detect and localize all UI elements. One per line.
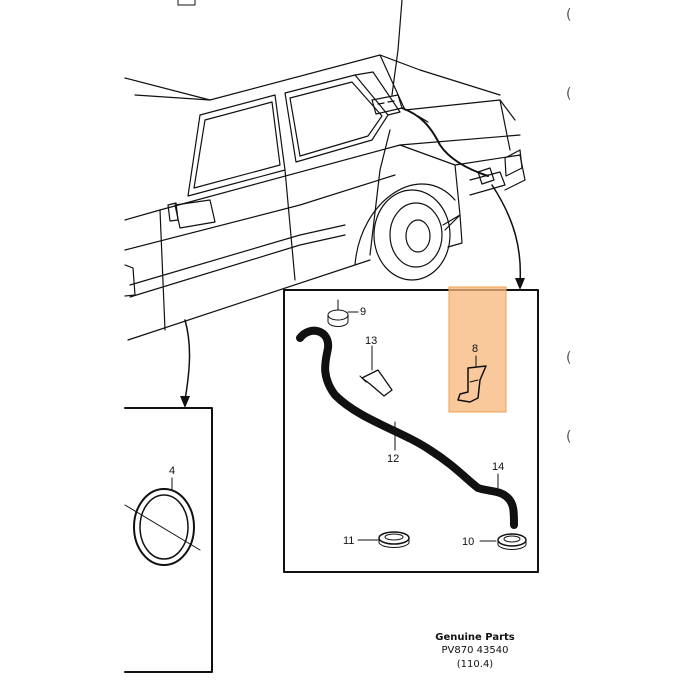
callout-4: 4 bbox=[169, 465, 175, 477]
callout-13: 13 bbox=[365, 335, 377, 347]
top-box-fragment bbox=[177, 0, 196, 6]
leader-arrows bbox=[180, 184, 525, 408]
footer-line-3: (110.4) bbox=[457, 659, 494, 670]
callout-9: 9 bbox=[360, 306, 366, 318]
part-8-highlight bbox=[448, 286, 507, 413]
car-illustration bbox=[124, 0, 526, 341]
callout-14: 14 bbox=[492, 461, 504, 473]
callout-12: 12 bbox=[387, 453, 399, 465]
part-13-valve: 13 bbox=[359, 335, 393, 397]
callout-8: 8 bbox=[472, 343, 478, 355]
detail-box-right: 9 12 13 8 14 bbox=[283, 286, 539, 573]
footer-line-1: Genuine Parts bbox=[435, 632, 515, 643]
callout-10: 10 bbox=[462, 536, 474, 548]
edge-mark-4: ( bbox=[566, 429, 571, 445]
part-12-hose: 12 bbox=[296, 326, 482, 492]
callout-11: 11 bbox=[343, 535, 354, 547]
part-8-bracket: 8 bbox=[457, 343, 487, 403]
edge-marks: ( ( ( ( bbox=[566, 7, 571, 445]
edge-mark-1: ( bbox=[566, 7, 571, 23]
footer-caption: Genuine Parts PV870 43540 (110.4) bbox=[435, 632, 515, 670]
part-11-grommet: 11 bbox=[343, 531, 410, 548]
edge-mark-2: ( bbox=[566, 86, 571, 102]
footer-line-2: PV870 43540 bbox=[442, 645, 509, 656]
part-14-hose: 14 bbox=[474, 461, 518, 529]
edge-mark-3: ( bbox=[566, 350, 571, 366]
part-9-clip: 9 bbox=[327, 299, 366, 327]
detail-box-left: 4 bbox=[124, 407, 213, 673]
part-10-grommet: 10 bbox=[462, 533, 527, 550]
